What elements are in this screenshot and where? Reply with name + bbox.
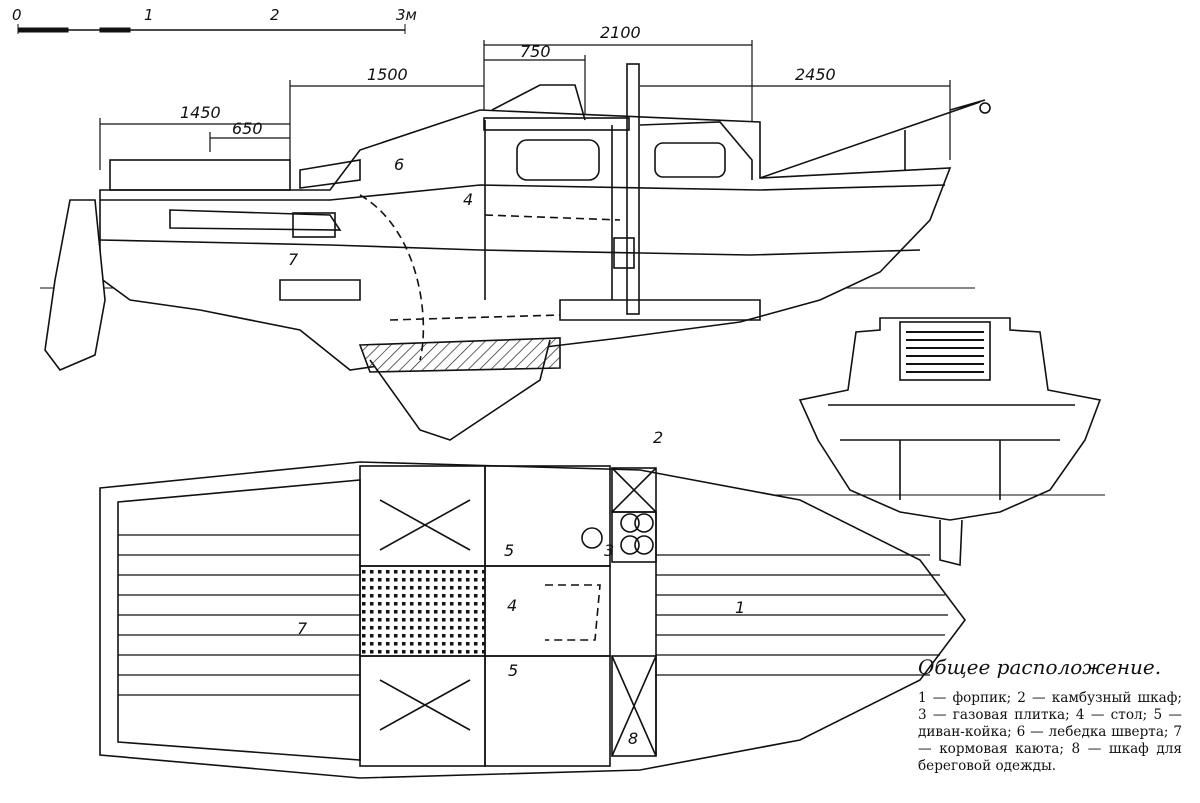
plan-view <box>99 461 966 779</box>
scale-tick-1: 1 <box>144 6 154 24</box>
callout-3: 3 <box>604 541 614 560</box>
callout-2: 2 <box>653 428 663 447</box>
callout-4: 4 <box>463 190 473 209</box>
callout-7-plan: 7 <box>297 619 308 638</box>
callout-6: 6 <box>394 155 404 174</box>
callout-5-upper: 5 <box>504 541 514 560</box>
dim-2450: 2450 <box>795 65 836 84</box>
scale-tick-2: 2 <box>270 6 280 24</box>
side-profile <box>40 63 991 441</box>
scale-tick-0: 0 <box>12 6 22 24</box>
callout-1: 1 <box>735 598 745 617</box>
cross-section <box>770 317 1105 567</box>
legend-text: 1 — форпик; 2 — камбузный шкаф; 3 — газо… <box>918 690 1182 774</box>
callout-4-plan: 4 <box>507 596 517 615</box>
dim-650: 650 <box>232 119 263 138</box>
dimension-lines <box>99 40 951 180</box>
scale-bar <box>17 24 406 34</box>
dim-1500: 1500 <box>367 65 408 84</box>
scale-tick-3m: 3м <box>396 6 417 24</box>
dim-1450: 1450 <box>180 103 221 122</box>
caption-title: Общее расположение. <box>918 655 1162 679</box>
callout-8: 8 <box>628 729 638 748</box>
callout-7: 7 <box>288 250 299 269</box>
callout-5-lower: 5 <box>508 661 518 680</box>
dim-750: 750 <box>520 42 551 61</box>
dim-2100: 2100 <box>600 23 641 42</box>
